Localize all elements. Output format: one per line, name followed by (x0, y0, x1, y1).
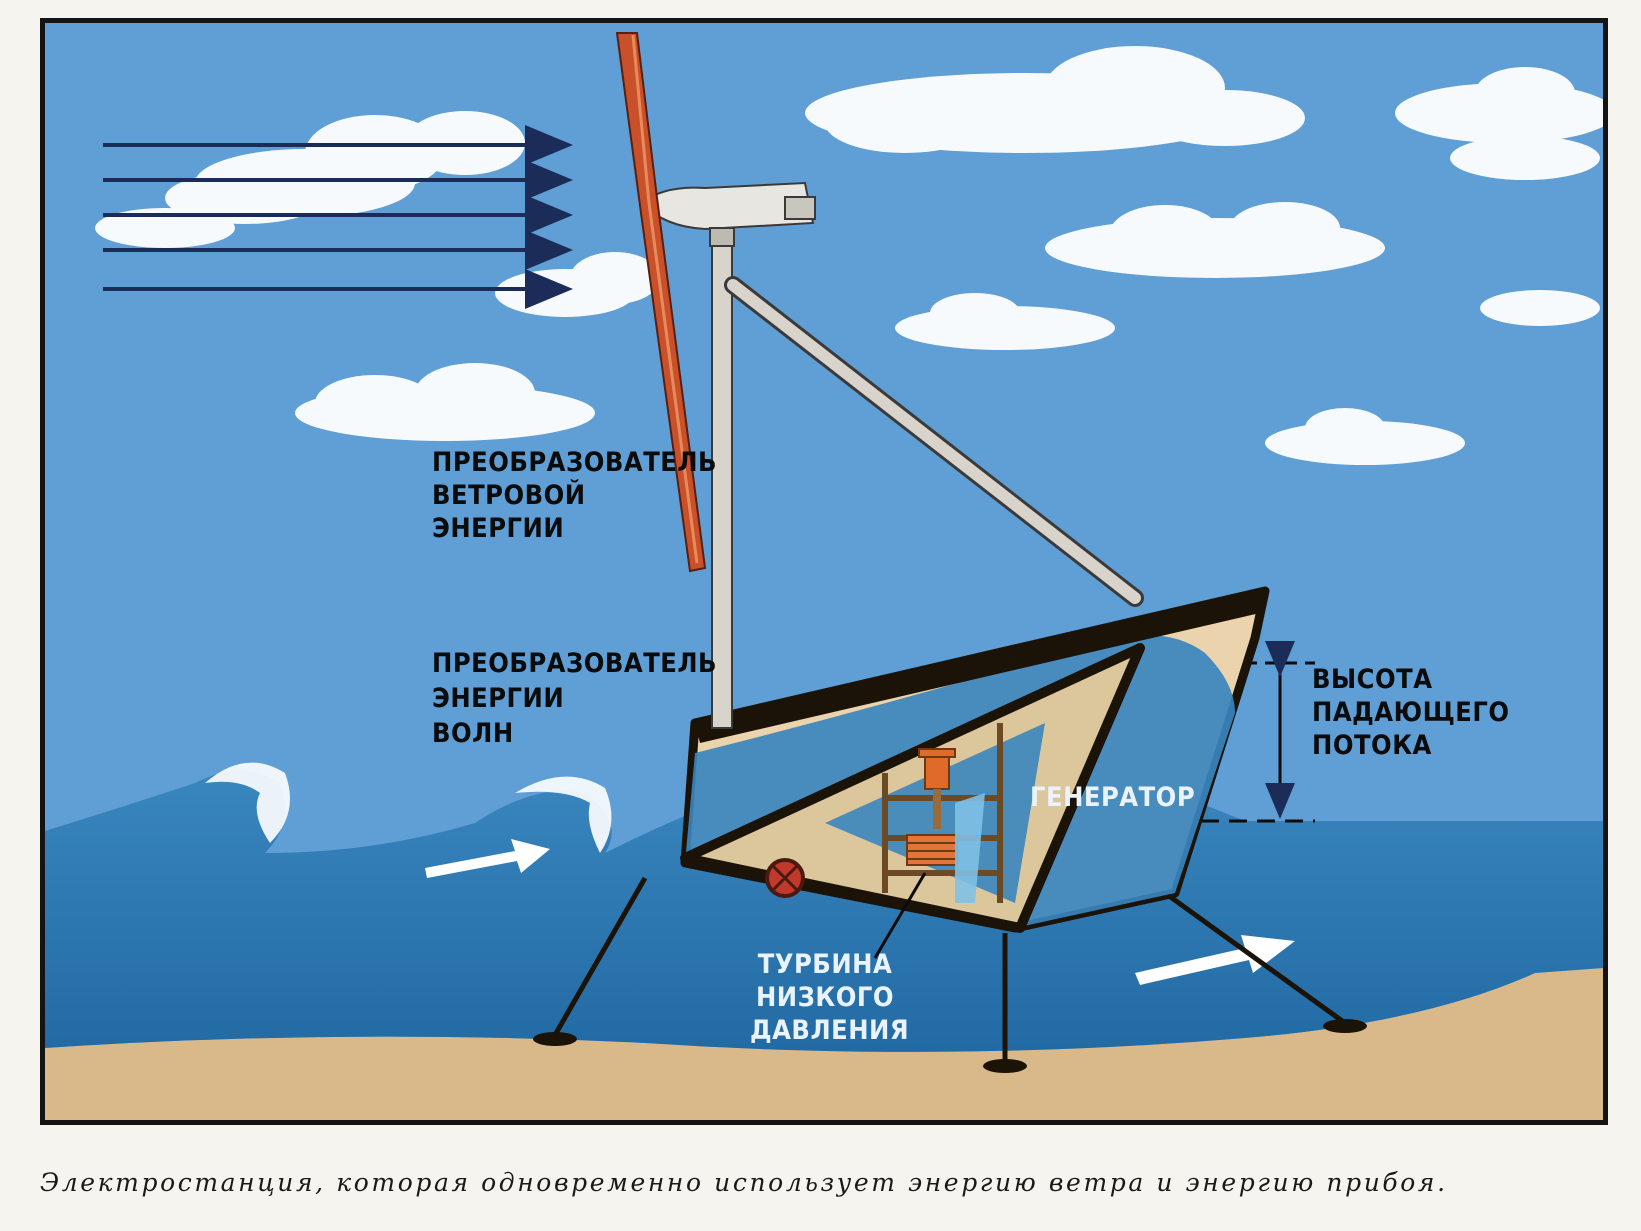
label-line: ПРЕОБРАЗОВАТЕЛЬ (432, 447, 718, 478)
sea-floor (45, 968, 1603, 1120)
label-line: ПРЕОБРАЗОВАТЕЛЬ (432, 648, 718, 679)
label-line: ПОТОКА (1312, 730, 1432, 761)
label-line: ВЫСОТА (1312, 664, 1433, 695)
label-line: ЭНЕРГИИ (432, 513, 565, 544)
label-line: ВЕТРОВОЙ (432, 480, 586, 511)
wind-turbine-nacelle (639, 181, 816, 247)
turbine (906, 793, 985, 903)
cloud-top-right (805, 46, 1305, 153)
cloud-center (895, 293, 1115, 350)
label-line: НИЗКОГО (755, 982, 895, 1013)
flow-arrow (425, 839, 550, 878)
label-line: ТУРБИНА (757, 949, 893, 980)
label-generator: ГЕНЕРАТОР (1030, 781, 1195, 814)
cloud-lower-left (295, 363, 595, 441)
wind-wave-station-illustration (45, 23, 1603, 1120)
label-wave-energy-converter: ПРЕОБРАЗОВАТЕЛЬ ЭНЕРГИИ ВОЛН (432, 646, 717, 751)
label-line: ПАДАЮЩЕГО (1312, 697, 1510, 728)
label-line: ЭНЕРГИИ (432, 683, 565, 714)
label-wind-energy-converter: ПРЕОБРАЗОВАТЕЛЬ ВЕТРОВОЙ ЭНЕРГИИ (432, 446, 717, 545)
label-line: ГЕНЕРАТОР (1030, 782, 1196, 813)
figure-caption: Электростанция, которая одновременно исп… (40, 1168, 1448, 1197)
label-fall-height: ВЫСОТА ПАДАЮЩЕГО ПОТОКА (1312, 663, 1510, 762)
cloud-mid-right (1045, 202, 1385, 278)
leg-feet (533, 1019, 1367, 1073)
cloud-far-right (1265, 67, 1603, 465)
station-legs (552, 876, 1347, 1063)
wheel (765, 858, 805, 898)
diagram-frame: ПРЕОБРАЗОВАТЕЛЬ ВЕТРОВОЙ ЭНЕРГИИ ПРЕОБРА… (40, 18, 1608, 1125)
turbine-pointer (873, 872, 927, 959)
wind-arrows (103, 125, 573, 309)
label-line: ДАВЛЕНИЯ (750, 1015, 910, 1046)
upper-deck (695, 591, 1265, 743)
label-low-pressure-turbine: ТУРБИНА НИЗКОГО ДАВЛЕНИЯ (750, 948, 910, 1047)
flow-arrow (1135, 935, 1295, 985)
generator (918, 748, 956, 829)
sea-water (45, 770, 1603, 1052)
cloud-top-left (95, 111, 525, 248)
label-line: ВОЛН (432, 718, 514, 749)
